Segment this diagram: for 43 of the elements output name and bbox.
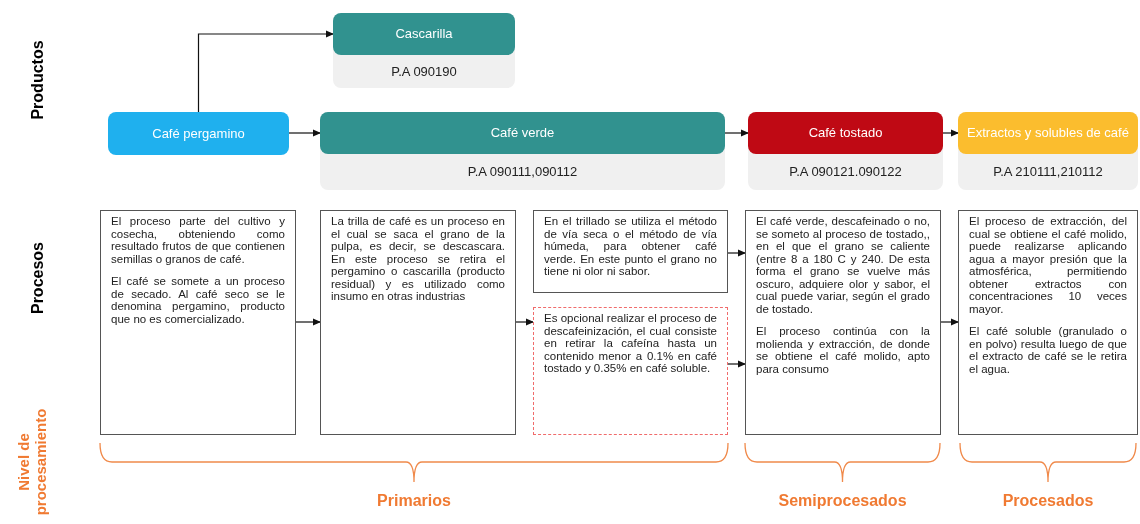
process-description: En el trillado se utiliza el método de vía seca o el método de vía húmeda, para obtener café verde. En este punto el grano no tiene ni olor ni sabor.	[544, 215, 717, 278]
product-header: Café verde	[320, 112, 725, 154]
product-card	[958, 112, 1138, 190]
product-header: Café tostado	[748, 112, 943, 154]
process-box	[320, 210, 516, 435]
row-label: Nivel de procesamiento	[15, 407, 49, 518]
process-box	[533, 210, 728, 293]
process-box	[745, 210, 941, 435]
product-header: Café pergamino	[108, 112, 289, 155]
arrow	[724, 129, 749, 137]
product-code: P.A 090111,090112	[466, 163, 579, 182]
arrow	[727, 249, 746, 257]
arrow	[727, 360, 746, 368]
process-box	[100, 210, 296, 435]
process-description: La trilla de café es un proceso en el cual se saca el grano de la pulpa, es decir, se descascara. En este proceso se retira el pergamino o cascarilla (producto residual) y es utilizado como insumo en otras industrias	[331, 215, 505, 303]
level-label: Primarios	[377, 491, 451, 511]
process-description: El café se somete a un proceso de secado. Al café seco se le denomina pergamino, producto que no es comercializado.	[111, 275, 285, 325]
arrow	[295, 318, 321, 326]
process-description: El café soluble (granulado o en polvo) resulta luego de que el extracto de café se le retira el agua.	[969, 325, 1127, 375]
arrow	[515, 318, 534, 326]
process-description: El café verde, descafeinado o no, se someto al proceso de tostado,, en el que el grano se caliente (entre 8 a 180 C y 240. De esta forma el grano se vuelve más oscuro, adquiere olor y sabor, el cual puede variar, según el grado de tostado.	[756, 215, 930, 315]
level-label: Semiprocesados	[778, 491, 907, 511]
process-description: Es opcional realizar el proceso de descafeinización, el cual consiste en retirar la cafeína hasta un contenido menor a 0.1% en café tostado y 0.35% en café soluble.	[544, 312, 717, 375]
row-label: Productos	[28, 40, 47, 120]
process-box	[533, 307, 728, 435]
row-label: Procesos	[28, 242, 47, 314]
product-header: Cascarilla	[333, 13, 515, 55]
process-box	[958, 210, 1138, 435]
level-label: Procesados	[1002, 491, 1094, 511]
arrow	[942, 129, 959, 137]
process-description: El proceso parte del cultivo y cosecha, obteniendo como resultado frutos de que contienen semillas o granos de café.	[111, 215, 285, 265]
product-code: P.A 210111,210112	[992, 163, 1104, 182]
product-code: P.A 090121.090122	[788, 163, 903, 182]
product-header: Extractos y solubles de café	[958, 112, 1138, 154]
product-card	[748, 112, 943, 190]
arrow	[288, 129, 321, 137]
process-description: El proceso continúa con la molienda y extracción, de donde se obtiene el café molido, apto para consumo	[756, 325, 930, 375]
arrow	[940, 318, 959, 326]
product-code: P.A 090190	[390, 62, 458, 81]
product-card	[320, 112, 725, 190]
arrow	[197, 30, 334, 113]
process-description: El proceso de extracción, del cual se obtiene el café molido, puede realizarse aplicando agua a mayor presión que la atmosférica, permitiendo obtener extractos con concentraciones 10 veces mayor.	[969, 215, 1127, 315]
product-card	[333, 13, 515, 88]
